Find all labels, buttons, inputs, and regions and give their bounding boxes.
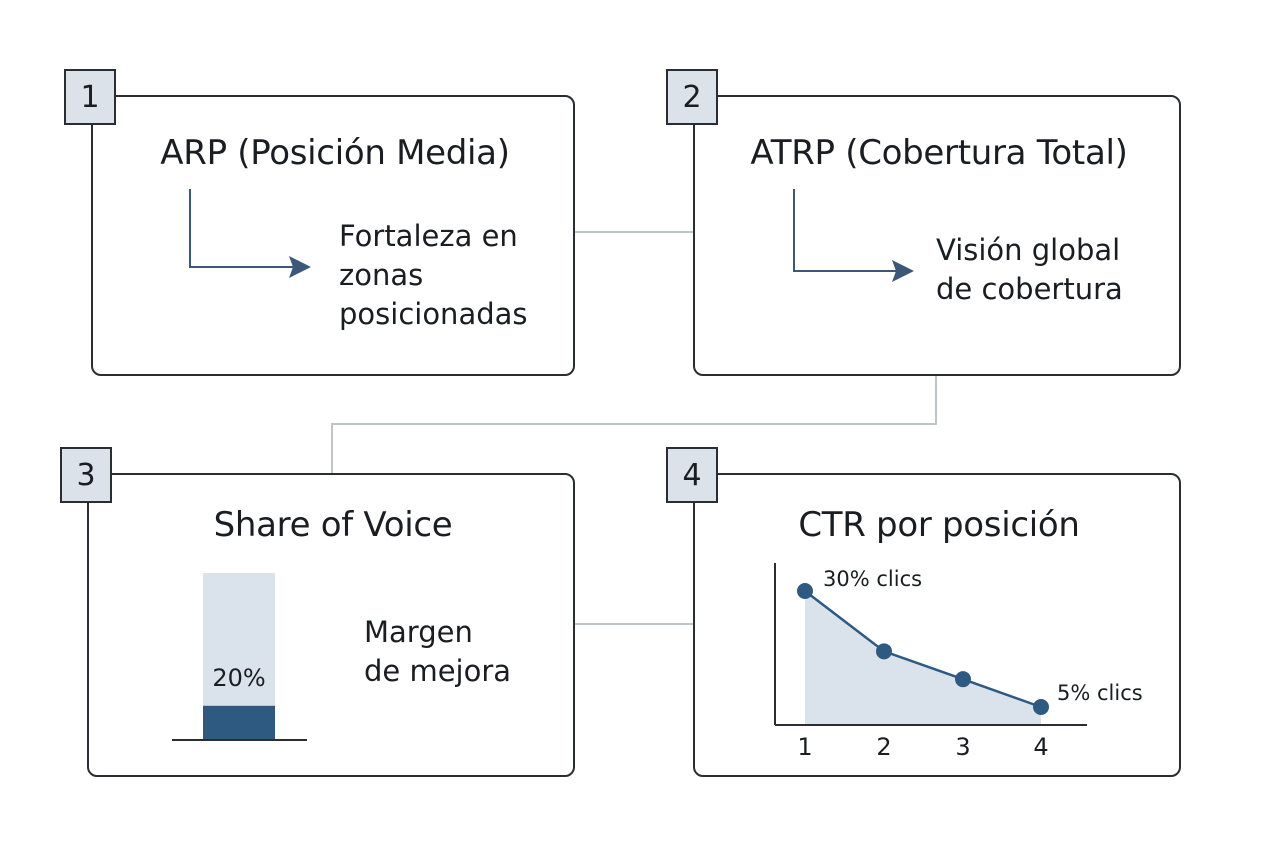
description-line: zonas <box>339 258 424 292</box>
description-line: Margen <box>364 615 473 649</box>
bar-data-label: 20% <box>212 664 266 692</box>
step-badge-2: 2 <box>666 69 718 125</box>
connector-1-2 <box>574 231 694 233</box>
description-line: de cobertura <box>936 272 1123 306</box>
panel-description: Visión global de cobertura <box>936 231 1123 309</box>
point-annotation: 5% clics <box>1057 681 1143 705</box>
ctr-line-chart <box>774 563 1087 726</box>
data-point <box>876 643 892 660</box>
bar-value <box>203 705 275 739</box>
connector-2-3-horizontal <box>331 423 937 425</box>
data-point <box>1033 699 1049 715</box>
step-badge-4: 4 <box>666 447 718 503</box>
area-fill <box>805 591 1041 725</box>
arrow-right-icon <box>793 189 914 282</box>
panel-description: Margen de mejora <box>364 613 511 691</box>
x-tick-label: 3 <box>955 733 971 761</box>
connector-3-4 <box>574 623 694 625</box>
step-badge-1: 1 <box>64 69 116 125</box>
panel-atrp: ATRP (Cobertura Total) Visión global de … <box>693 95 1181 376</box>
step-badge-3: 3 <box>60 447 112 503</box>
share-bar-chart <box>172 573 307 741</box>
description-line: Fortaleza en <box>339 219 518 253</box>
description-line: de mejora <box>364 654 512 688</box>
x-tick-label: 2 <box>876 733 892 761</box>
data-point <box>797 583 813 599</box>
x-tick-label: 1 <box>797 733 813 761</box>
panel-title: Share of Voice <box>213 505 453 545</box>
connector-2-3-vertical-top <box>935 375 937 424</box>
series-line <box>804 590 1042 709</box>
description-line: posicionadas <box>339 297 528 331</box>
panel-title: CTR por posición <box>798 505 1080 545</box>
panel-ctr: CTR por posición 1 2 3 4 30% clics 5% clics <box>693 473 1181 777</box>
panel-title: ATRP (Cobertura Total) <box>750 133 1128 173</box>
connector-2-3-vertical-bottom <box>331 423 333 474</box>
panel-description: Fortaleza en zonas posicionadas <box>339 217 528 334</box>
x-tick-label: 4 <box>1033 733 1049 761</box>
point-annotation: 30% clics <box>823 567 923 591</box>
panel-title: ARP (Posición Media) <box>160 133 510 173</box>
panel-arp: ARP (Posición Media) Fortaleza en zonas … <box>91 95 575 376</box>
arrow-right-icon <box>189 189 311 278</box>
description-line: Visión global <box>936 233 1121 267</box>
panel-share-of-voice: Share of Voice 20% Margen de mejora <box>87 473 575 777</box>
data-point <box>955 671 971 688</box>
